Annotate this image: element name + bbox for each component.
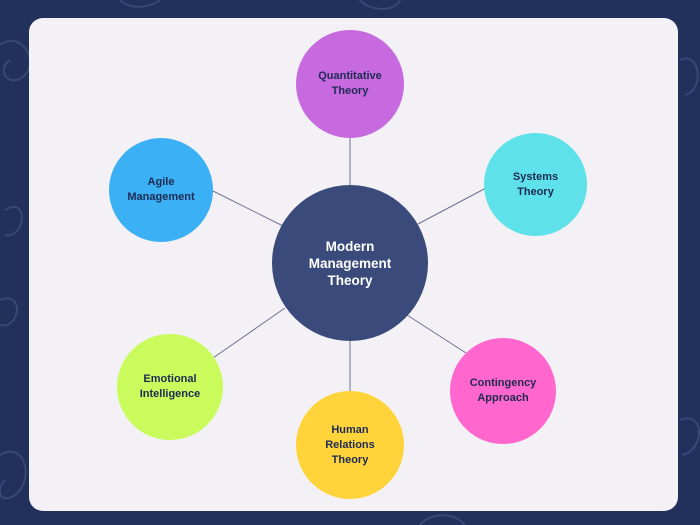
connector-cont — [406, 314, 467, 354]
node-label: Contingency Approach — [469, 377, 537, 404]
node-human-relations-theory: Human Relations Theory — [296, 391, 404, 499]
node-label: Quantitative Theory — [318, 70, 382, 97]
node-systems-theory: Systems Theory — [484, 133, 587, 236]
node-label: Agile Management — [127, 176, 195, 203]
center-node-label: Modern Management Theory — [308, 238, 392, 288]
node-quantitative-theory: Quantitative Theory — [296, 30, 404, 138]
connector-sys — [417, 187, 487, 225]
node-label: Human Relations Theory — [325, 423, 375, 466]
connector-emo — [212, 307, 286, 359]
node-emotional-intelligence: Emotional Intelligence — [117, 334, 223, 440]
connector-agile — [210, 189, 284, 227]
node-label: Systems Theory — [512, 170, 559, 198]
node-contingency-approach: Contingency Approach — [450, 338, 556, 444]
node-label: Emotional Intelligence — [139, 373, 201, 400]
center-node: Modern Management Theory — [272, 185, 428, 341]
node-agile-management: Agile Management — [109, 138, 213, 242]
